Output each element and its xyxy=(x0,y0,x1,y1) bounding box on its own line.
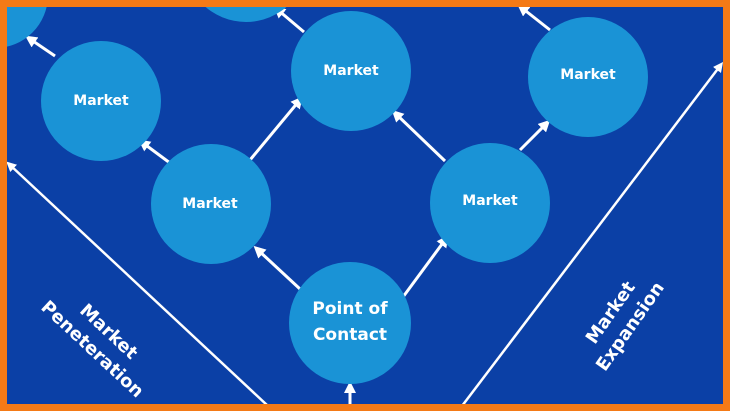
node-market-topcenter xyxy=(291,11,411,131)
arrow-left-to-topleft xyxy=(138,139,171,165)
arrow-topcenter-to-offscreen xyxy=(273,7,305,34)
penetration-axis-arrow xyxy=(7,161,268,404)
node-market-left xyxy=(151,144,271,264)
arrow-topright-to-offscreen xyxy=(517,7,551,32)
node-offscreen-topcenter xyxy=(205,7,287,22)
node-point-of-contact xyxy=(289,262,411,384)
node-market-topleft xyxy=(41,41,161,161)
arrow-contact-to-market-right xyxy=(401,235,449,298)
node-market-topright xyxy=(528,17,648,137)
market-diagram xyxy=(7,7,723,404)
diagram-frame: Market Market Market Market Market Point… xyxy=(7,7,723,404)
arrow-topleft-to-offscreen xyxy=(25,35,56,58)
node-offscreen-topleft xyxy=(7,7,47,47)
arrow-left-to-topcenter xyxy=(248,96,303,161)
arrow-right-to-topright xyxy=(518,119,551,152)
arrow-right-to-topcenter xyxy=(391,109,447,163)
arrow-contact-to-market-left xyxy=(253,245,302,291)
node-market-right xyxy=(430,143,550,263)
expansion-axis-arrow xyxy=(461,62,723,404)
